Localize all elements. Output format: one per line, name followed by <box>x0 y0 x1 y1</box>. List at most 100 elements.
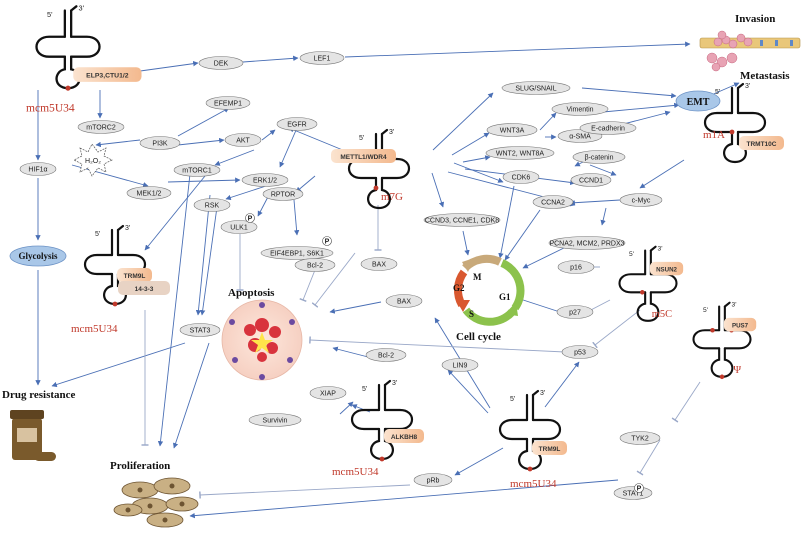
three-prime-label: 3' <box>389 129 394 136</box>
node-survivin: Survivin <box>248 413 302 427</box>
node-pi3k-label: PI3K <box>152 141 168 148</box>
node-mtorc2: mTORC2 <box>77 120 125 134</box>
five-prime-label: 5' <box>362 386 367 393</box>
phospho-badge-0: P <box>245 213 255 223</box>
node-asma-label: α-SMA <box>569 134 591 141</box>
node-survivin-label: Survivin <box>263 418 288 425</box>
cell-proliferation-icon <box>113 477 199 528</box>
three-prime-label: 3' <box>392 380 397 387</box>
enzyme-nsun2: NSUN2 <box>649 261 684 276</box>
enzyme-alkbh8: ALKBH8 <box>384 429 424 443</box>
invasion-graphic <box>699 30 801 72</box>
three-prime-label: 3' <box>79 4 85 13</box>
glycolysis-badge: Glycolysis <box>9 245 67 267</box>
node-ulk1: ULK1 <box>220 220 258 234</box>
signaling-nodes: DEKLEF1SLUG/SNAILVimentinWNT3Aα-SMAE-cad… <box>19 51 663 500</box>
node-p16: p16 <box>557 260 595 274</box>
enzyme-trm9l_left: TRM9L <box>117 268 152 282</box>
node-bcl2_a-label: Bcl-2 <box>307 263 323 270</box>
node-mek12-label: MEK1/2 <box>137 191 162 198</box>
node-bax_a: BAX <box>360 257 398 271</box>
node-stat1-label: STAT1 <box>623 491 644 498</box>
node-wnt3a: WNT3A <box>486 123 538 137</box>
node-rptor: RPTOR <box>262 187 304 201</box>
node-ccnd1: CCND1 <box>570 173 612 187</box>
emt-label: EMT <box>687 97 710 108</box>
node-rsk-label: RSK <box>205 203 220 210</box>
node-wnt2-label: WNT2, WNT8A <box>496 151 545 158</box>
glycolysis-label: Glycolysis <box>18 251 57 261</box>
enzyme-mettl1: METTL1/WDR4 <box>331 149 396 163</box>
node-cdk6: CDK6 <box>502 170 540 184</box>
h2o2-burst: H₂O₂ <box>73 143 113 177</box>
pill-bottle-icon <box>10 410 56 461</box>
node-bcl2_a: Bcl-2 <box>294 258 336 272</box>
node-eif4ebp1: EIF4EBP1, S6K1 <box>260 246 334 260</box>
three-prime-label: 3' <box>658 246 663 253</box>
node-mtorc1: mTORC1 <box>173 163 221 177</box>
node-mtorc2-label: mTORC2 <box>86 125 116 132</box>
node-p27: p27 <box>556 305 594 319</box>
phase-g2: G2 <box>453 283 465 293</box>
node-bax_b: BAX <box>385 294 423 308</box>
node-egfr: EGFR <box>276 117 318 131</box>
node-ccnd3-label: CCND3, CCNE1, CDK8 <box>425 218 499 225</box>
three-prime-label: 3' <box>732 302 737 309</box>
node-lin9-label: LIN9 <box>453 363 468 370</box>
apoptosis-cell-icon <box>221 299 303 381</box>
cell-cycle-wheel: M G1 S G2 Cell cycle <box>453 254 525 343</box>
node-erk12-label: ERK1/2 <box>253 178 277 185</box>
node-xiap-label: XIAP <box>320 391 336 398</box>
enzyme-p1433-label: 14-3-3 <box>135 286 154 293</box>
node-wnt2: WNT2, WNT8A <box>485 146 555 160</box>
node-rsk: RSK <box>193 198 231 212</box>
modification-m7g: m7G <box>381 191 403 203</box>
node-ccna2-label: CCNA2 <box>541 200 565 207</box>
node-cdk6-label: CDK6 <box>512 175 531 182</box>
node-erk12: ERK1/2 <box>241 173 289 187</box>
trna-alkbh8: 5' 3' ALKBH8 mcm5U34 <box>332 379 424 478</box>
node-ecadherin-label: E-cadherin <box>591 126 625 133</box>
node-hif1a-label: HIF1α <box>28 167 47 174</box>
node-bcl2_b: Bcl-2 <box>365 348 407 362</box>
enzyme-pus7-label: PUS7 <box>732 322 749 329</box>
enzyme-trmt10c: TRMT10C <box>739 136 784 150</box>
node-slug: SLUG/SNAIL <box>501 81 571 95</box>
node-cmyc-label: c-Myc <box>632 198 651 205</box>
enzyme-nsun2-label: NSUN2 <box>656 266 677 273</box>
node-akt-label: AKT <box>236 138 250 145</box>
node-p16-label: p16 <box>570 265 582 272</box>
node-rptor-label: RPTOR <box>271 192 295 199</box>
modification-mcm5u34_c: mcm5U34 <box>332 466 379 478</box>
enzyme-pus7: PUS7 <box>723 317 757 332</box>
node-vimentin: Vimentin <box>551 102 609 116</box>
node-pi3k: PI3K <box>139 136 181 150</box>
node-pcna2: PCNA2, MCM2, PRDX3 <box>548 236 626 250</box>
enzyme-alkbh8-label: ALKBH8 <box>391 434 418 441</box>
enzyme-elp3: ELP3,CTU1/2 <box>73 67 142 82</box>
proliferation-label: Proliferation <box>110 460 170 472</box>
five-prime-label: 5' <box>510 396 515 403</box>
phase-s: S <box>469 309 474 319</box>
modification-mcm5u34_d: mcm5U34 <box>510 478 557 490</box>
enzyme-p1433: 14-3-3 <box>118 281 170 295</box>
node-mtorc1-label: mTORC1 <box>182 168 212 175</box>
node-wnt3a-label: WNT3A <box>500 128 525 135</box>
three-prime-label: 3' <box>125 225 130 232</box>
enzyme-elp3-label: ELP3,CTU1/2 <box>86 73 129 80</box>
node-bax_b-label: BAX <box>397 299 411 306</box>
enzyme-trm9l_right-label: TRM9L <box>539 446 561 453</box>
node-ulk1-label: ULK1 <box>230 225 248 232</box>
modification-m5c: m5C <box>652 309 672 320</box>
node-slug-label: SLUG/SNAIL <box>515 86 556 93</box>
node-dek-label: DEK <box>214 61 229 68</box>
node-cmyc: c-Myc <box>619 193 663 207</box>
phospho-label: P <box>325 239 330 246</box>
node-eif4ebp1-label: EIF4EBP1, S6K1 <box>270 251 324 258</box>
